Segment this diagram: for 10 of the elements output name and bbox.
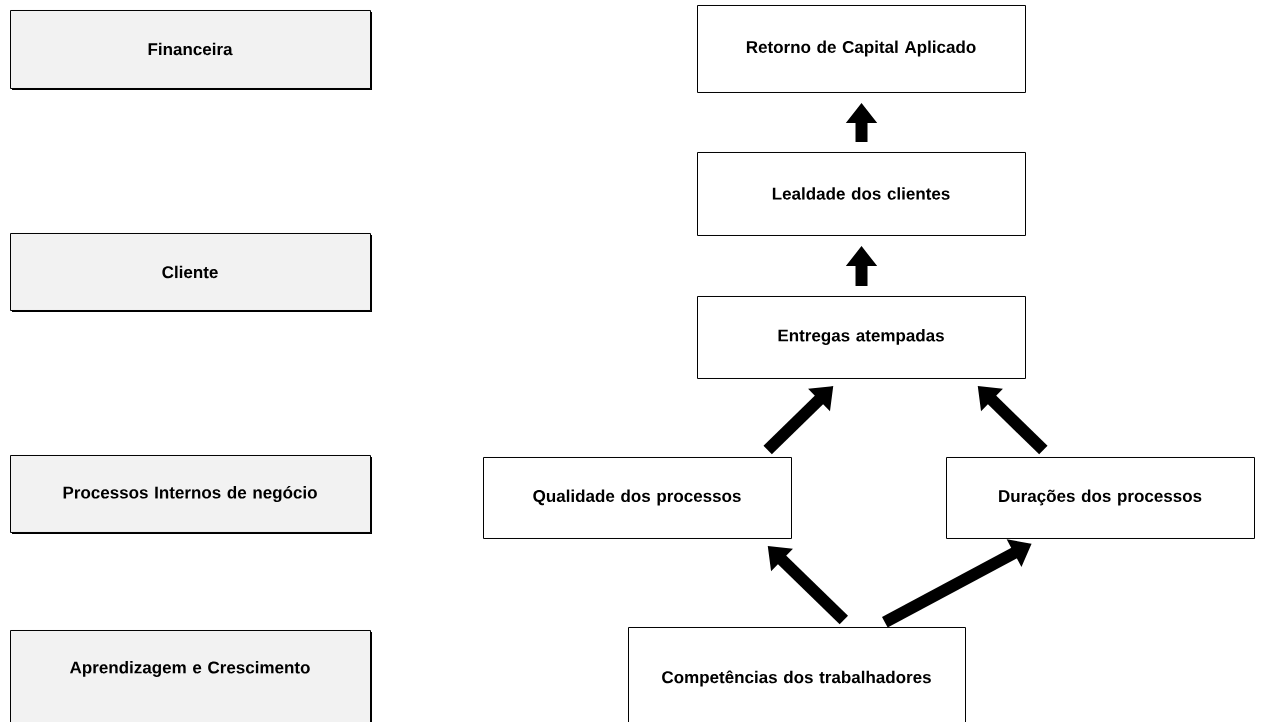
objective-box: Lealdade dos clientes: [697, 152, 1026, 236]
perspective-box: Financeira: [10, 10, 372, 90]
objective-box: Retorno de Capital Aplicado: [697, 5, 1026, 93]
objective-box: Competências dos trabalhadores: [628, 627, 966, 722]
perspective-box: Aprendizagem e Crescimento: [10, 630, 372, 722]
objective-box: Qualidade dos processos: [483, 457, 792, 539]
objective-box: Entregas atempadas: [697, 296, 1026, 379]
objective-box: Durações dos processos: [946, 457, 1255, 539]
perspective-box: Processos Internos de negócio: [10, 455, 372, 534]
perspective-box: Cliente: [10, 233, 372, 312]
